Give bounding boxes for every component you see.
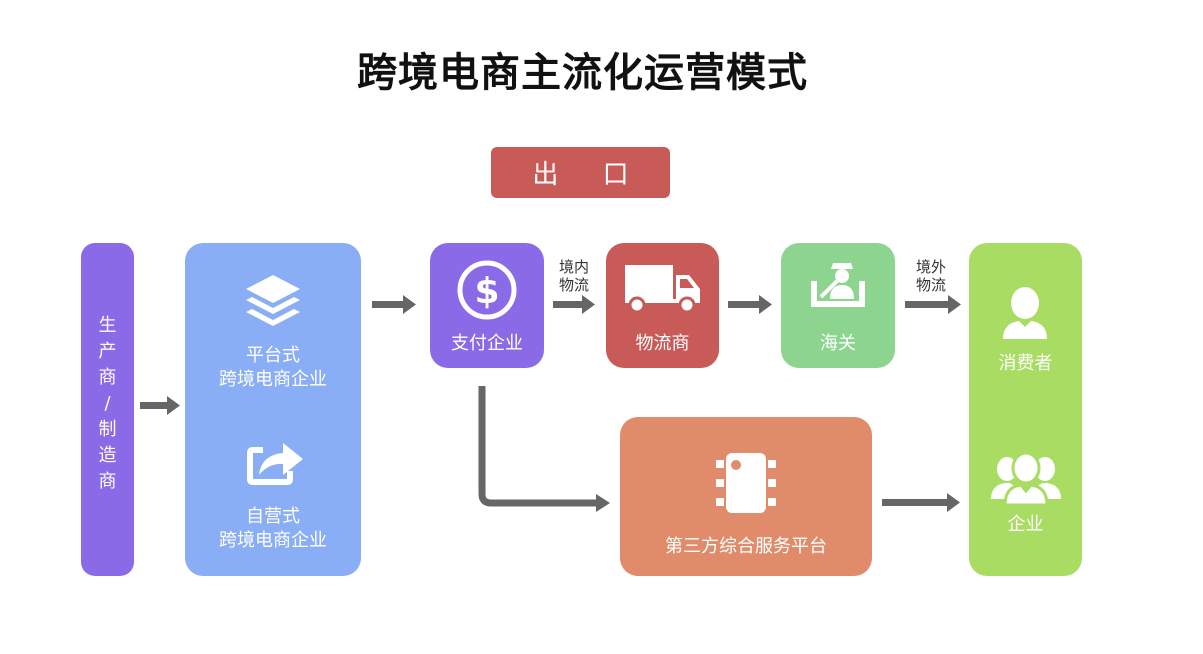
payment-label: 支付企业 [451,333,523,354]
producer-box: 生 产 商 / 制 造 商 [81,243,134,576]
platform-label: 平台式 跨境电商企业 [219,345,327,390]
arrow-payment-to-thirdparty [478,386,597,507]
arrow-payment-to-logistics [553,301,583,308]
selfrun-label: 自营式 跨境电商企业 [219,506,327,551]
layers-icon [246,275,300,326]
group-icon [991,451,1061,507]
logistics-box: 物流商 [606,243,719,368]
thirdparty-label: 第三方综合服务平台 [665,536,827,557]
customer-box: 消费者 企业 [969,243,1082,576]
overseas-logistics-label: 境外 物流 [915,258,946,294]
chip-icon [716,453,776,513]
arrow-platform-to-payment [372,301,404,308]
share-arrow-icon [247,443,303,485]
arrow-customs-to-consumer [905,301,949,308]
producer-label: 生 产 商 / 制 造 商 [98,315,117,492]
payment-box: $ 支付企业 [430,243,544,368]
person-icon [1003,287,1047,339]
arrow-thirdparty-to-enterprise [882,499,948,506]
logistics-label: 物流商 [635,333,690,354]
consumer-label: 消费者 [998,353,1053,374]
enterprise-label: 企业 [1007,514,1044,535]
customs-officer-icon [811,263,865,307]
svg-text:$: $ [474,271,499,312]
arrow-producer-to-platform [140,402,168,409]
arrow-logistics-to-customs [728,301,760,308]
ecommerce-enterprise-box: 平台式 跨境电商企业 自营式 跨境电商企业 [185,243,361,576]
domestic-logistics-label: 境内 物流 [558,258,589,294]
customs-box: 海关 [781,243,895,368]
truck-icon [625,265,700,314]
page-title: 跨境电商主流化运营模式 [357,50,808,96]
customs-label: 海关 [820,333,856,354]
dollar-icon: $ [457,260,517,320]
export-badge: 出 口 [491,147,670,198]
thirdparty-box: 第三方综合服务平台 [620,417,872,576]
